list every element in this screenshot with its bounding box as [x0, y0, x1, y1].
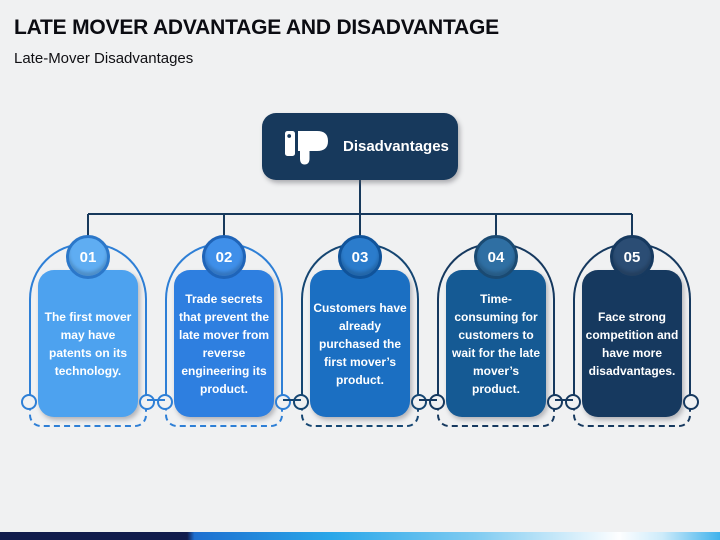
card-number-badge: 03 — [338, 235, 382, 279]
card-dashed-tray — [573, 400, 691, 427]
card-dashed-tray — [29, 400, 147, 427]
card-dashed-tray — [301, 400, 419, 427]
card-body: Trade secrets that prevent the late move… — [174, 270, 274, 417]
connector-ring-right — [275, 394, 291, 410]
card-text: Face strong competition and have more di… — [585, 309, 679, 378]
card-text: The first mover may have patents on its … — [44, 309, 132, 378]
card-dashed-tray — [437, 400, 555, 427]
connector-ring-left — [293, 394, 309, 410]
card-body: Time-consuming for customers to wait for… — [446, 270, 546, 417]
card-body: Face strong competition and have more di… — [582, 270, 682, 417]
disadvantage-card: Time-consuming for customers to wait for… — [428, 232, 564, 434]
connector-ring-right — [139, 394, 155, 410]
card-number-badge: 05 — [610, 235, 654, 279]
card-text: Customers have already purchased the fir… — [313, 300, 407, 387]
page-title: LATE MOVER ADVANTAGE AND DISADVANTAGE — [14, 16, 499, 39]
thumbs-down-icon — [284, 127, 330, 167]
card-number-badge: 02 — [202, 235, 246, 279]
connector-ring-left — [429, 394, 445, 410]
card-dashed-tray — [165, 400, 283, 427]
disadvantage-card: Face strong competition and have more di… — [564, 232, 700, 434]
bottom-accent-bar — [0, 532, 720, 540]
disadvantage-card: Trade secrets that prevent the late move… — [156, 232, 292, 434]
connector-ring-right — [683, 394, 699, 410]
connector-ring-left — [157, 394, 173, 410]
card-number-badge: 01 — [66, 235, 110, 279]
disadvantage-card: Customers have already purchased the fir… — [292, 232, 428, 434]
connector-ring-left — [21, 394, 37, 410]
card-body: The first mover may have patents on its … — [38, 270, 138, 417]
card-text: Time-consuming for customers to wait for… — [451, 291, 540, 396]
page-subtitle: Late-Mover Disadvantages — [14, 50, 194, 67]
connector-ring-right — [411, 394, 427, 410]
card-body: Customers have already purchased the fir… — [310, 270, 410, 417]
header-label: Disadvantages — [343, 138, 449, 155]
ring-connector-line — [555, 399, 573, 401]
ring-connector-line — [419, 399, 437, 401]
card-text: Trade secrets that prevent the late move… — [178, 291, 270, 396]
card-number-badge: 04 — [474, 235, 518, 279]
connector-ring-left — [565, 394, 581, 410]
ring-connector-line — [147, 399, 165, 401]
disadvantages-header: Disadvantages — [262, 113, 458, 180]
connector-ring-right — [547, 394, 563, 410]
ring-connector-line — [283, 399, 301, 401]
disadvantage-card: The first mover may have patents on its … — [20, 232, 156, 434]
